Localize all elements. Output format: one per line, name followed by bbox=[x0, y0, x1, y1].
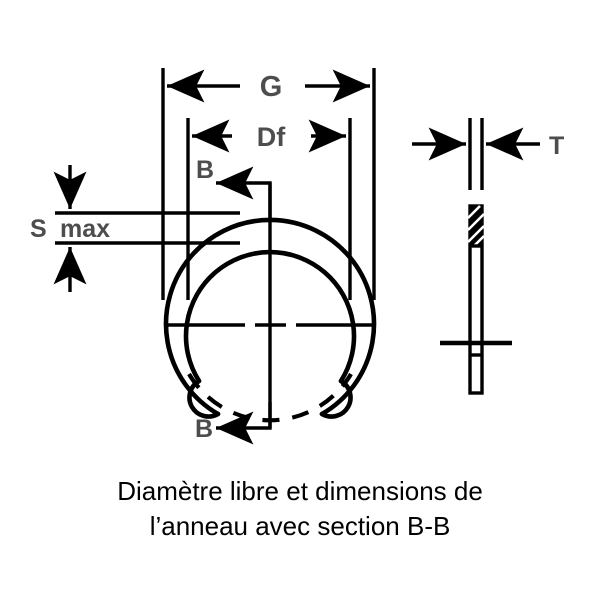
section-label-b-bottom: B bbox=[195, 415, 213, 443]
dimension-label-g: G bbox=[260, 71, 283, 103]
dimension-label-t: T bbox=[549, 132, 564, 160]
dimension-label-s: S bbox=[30, 215, 47, 243]
section-line-b-top bbox=[216, 166, 272, 222]
section-hatch-block bbox=[467, 205, 485, 249]
dimension-g: G bbox=[167, 69, 370, 103]
front-view-extension-lines bbox=[161, 68, 376, 300]
dimension-label-df: Df bbox=[257, 122, 286, 152]
caption-line-2: l’anneau avec section B-B bbox=[150, 511, 451, 541]
dimension-s-max: S max bbox=[30, 165, 240, 292]
ring-lug-right bbox=[319, 378, 353, 419]
caption-block: Diamètre libre et dimensions de l’anneau… bbox=[117, 476, 483, 541]
dimension-label-s-max-suffix: max bbox=[60, 215, 110, 243]
dimension-df: Df bbox=[192, 119, 346, 153]
section-label-b-top: B bbox=[196, 156, 214, 184]
front-view-centre-lines bbox=[168, 183, 372, 428]
side-view: T bbox=[412, 118, 564, 395]
ring-lug-left bbox=[187, 378, 221, 419]
caption-line-1: Diamètre libre et dimensions de bbox=[117, 476, 483, 506]
